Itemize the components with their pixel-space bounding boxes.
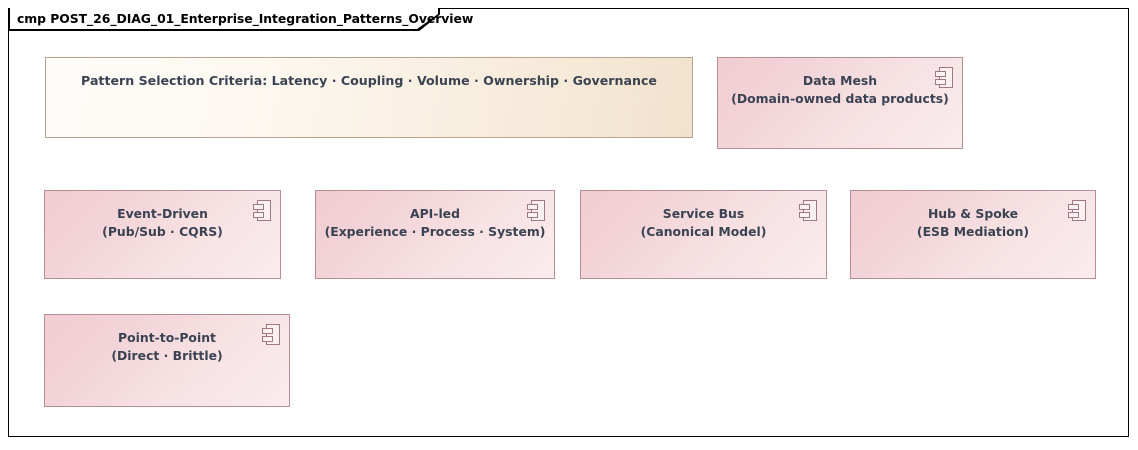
component-icon-tab-lower xyxy=(253,212,264,218)
component-icon-tab-upper xyxy=(527,203,538,210)
component-icon-tab-upper xyxy=(799,203,810,210)
component-icon-tab-lower xyxy=(935,79,946,85)
diagram-frame-title: cmp POST_26_DIAG_01_Enterprise_Integrati… xyxy=(17,11,474,26)
note-pattern-selection-criteria-label: Pattern Selection Criteria: Latency · Co… xyxy=(81,73,657,88)
component-icon-tab-upper xyxy=(262,327,273,334)
component-event-driven-label: Event-Driven (Pub/Sub · CQRS) xyxy=(102,206,223,239)
component-icon xyxy=(253,200,271,221)
component-data-mesh[interactable]: Data Mesh (Domain-owned data products) xyxy=(717,57,965,151)
component-icon xyxy=(1068,200,1086,221)
component-icon xyxy=(527,200,545,221)
component-data-mesh-label: Data Mesh (Domain-owned data products) xyxy=(731,73,949,106)
component-event-driven[interactable]: Event-Driven (Pub/Sub · CQRS) xyxy=(44,190,283,281)
component-hub-and-spoke-label: Hub & Spoke (ESB Mediation) xyxy=(916,206,1030,239)
frame-tab-fill xyxy=(9,8,439,30)
component-icon-tab-lower xyxy=(262,336,273,342)
component-api-led[interactable]: API-led (Experience · Process · System) xyxy=(315,190,557,281)
component-point-to-point[interactable]: Point-to-Point (Direct · Brittle) xyxy=(44,314,292,409)
component-icon xyxy=(262,324,280,345)
note-pattern-selection-criteria[interactable]: Pattern Selection Criteria: Latency · Co… xyxy=(45,57,695,140)
component-icon-tab-lower xyxy=(1068,212,1079,218)
component-icon-tab-lower xyxy=(799,212,810,218)
component-icon-tab-upper xyxy=(935,70,946,77)
component-service-bus-label: Service Bus (Canonical Model) xyxy=(640,206,767,239)
component-icon xyxy=(935,67,953,88)
component-point-to-point-label: Point-to-Point (Direct · Brittle) xyxy=(111,330,223,363)
component-icon xyxy=(799,200,817,221)
diagram-frame-title-tab[interactable]: cmp POST_26_DIAG_01_Enterprise_Integrati… xyxy=(8,8,473,31)
component-service-bus[interactable]: Service Bus (Canonical Model) xyxy=(580,190,829,281)
component-icon-tab-upper xyxy=(253,203,264,210)
component-hub-and-spoke[interactable]: Hub & Spoke (ESB Mediation) xyxy=(850,190,1098,281)
component-icon-tab-lower xyxy=(527,212,538,218)
component-api-led-label: API-led (Experience · Process · System) xyxy=(324,206,546,239)
component-icon-tab-upper xyxy=(1068,203,1079,210)
